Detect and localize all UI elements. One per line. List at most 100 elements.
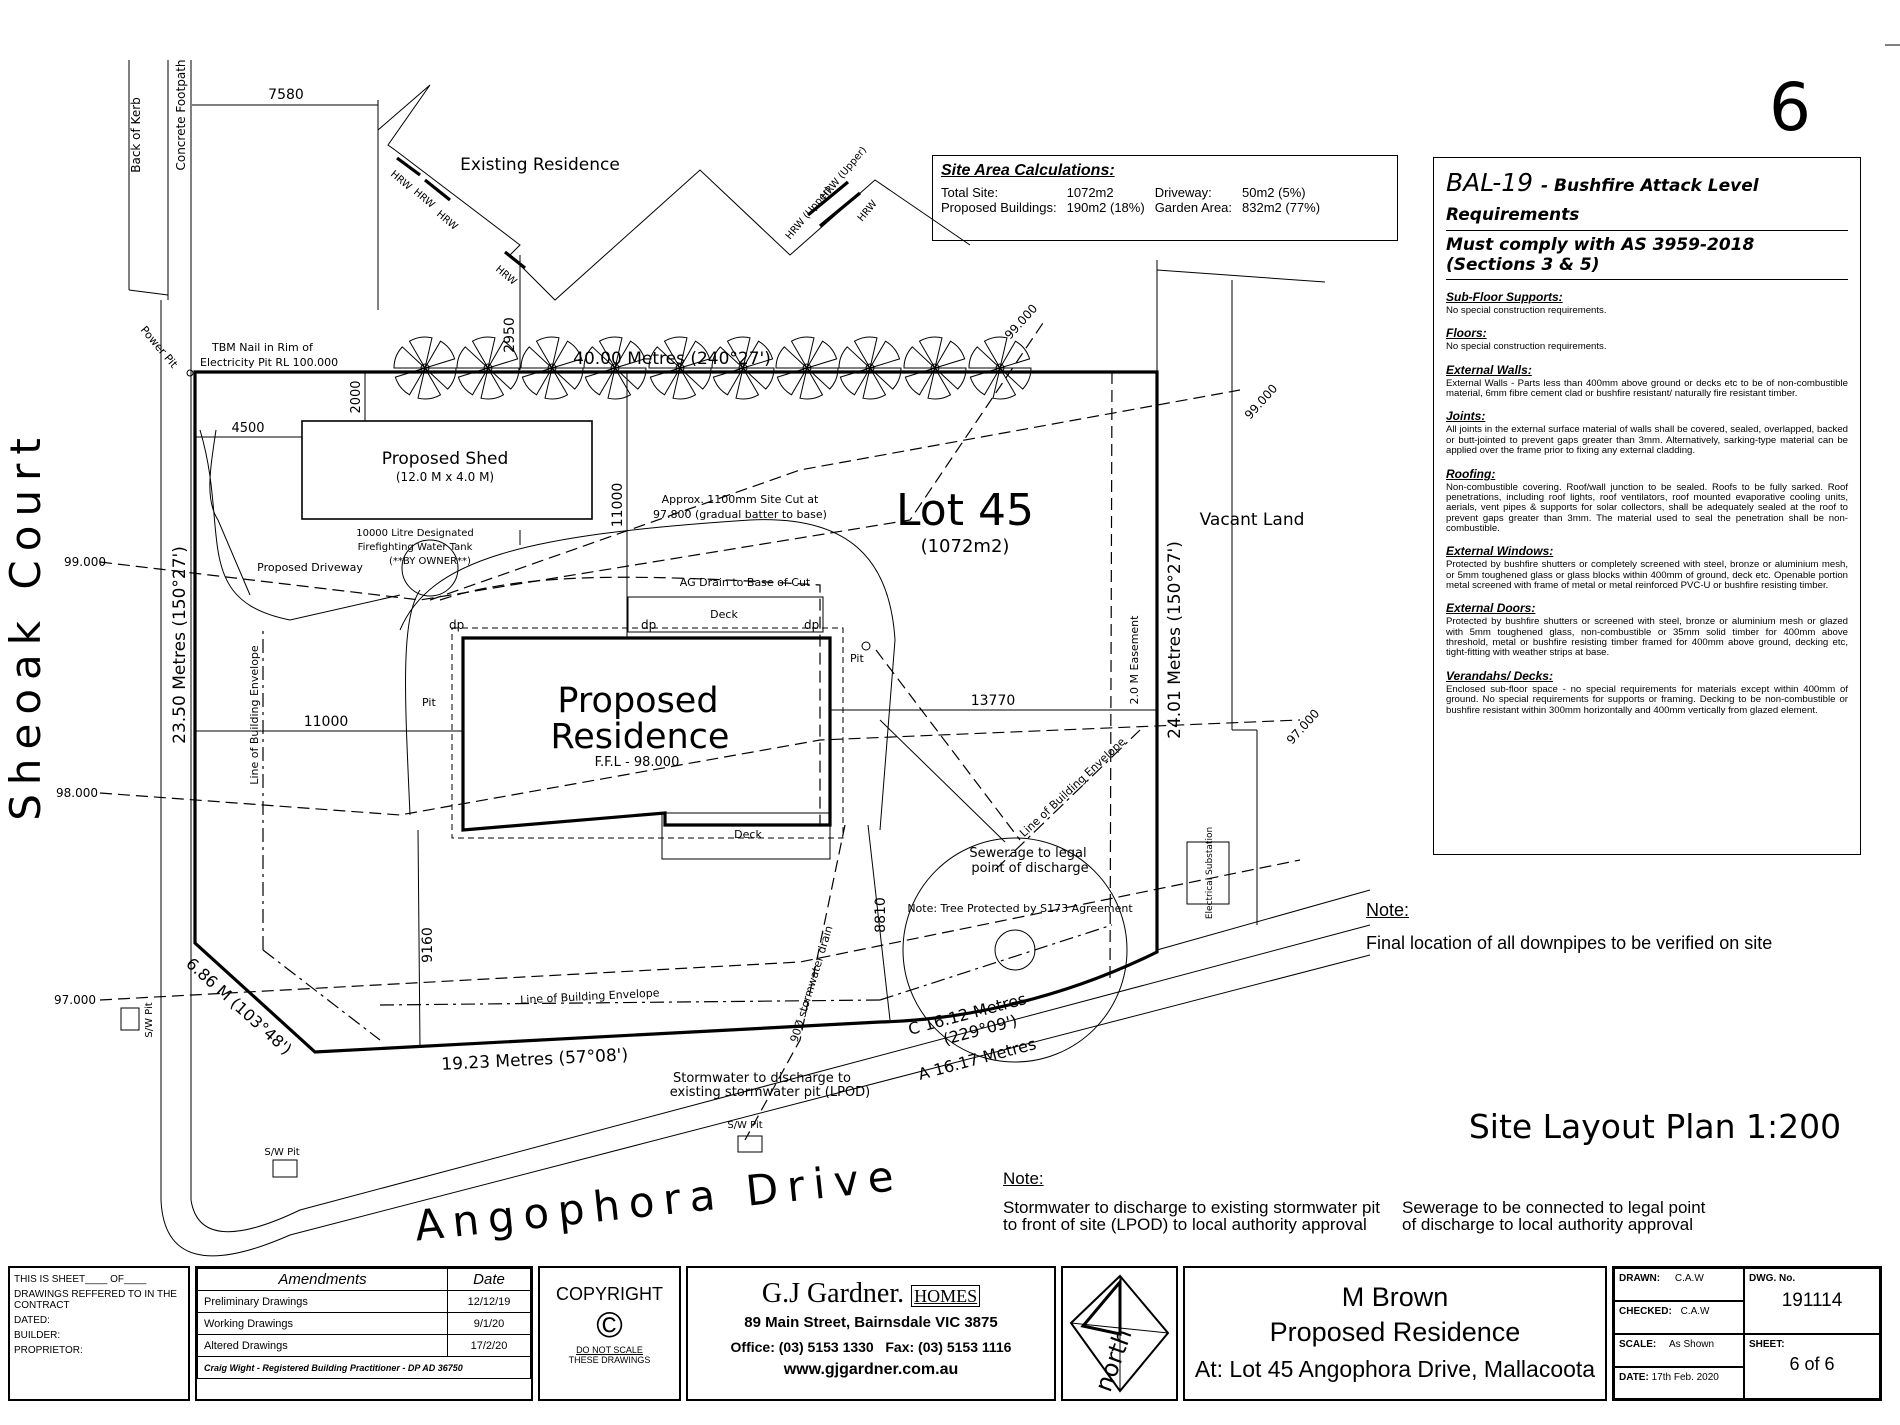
site-cut-batter <box>399 519 896 831</box>
dwg-value: 191114 <box>1781 1290 1843 1311</box>
site-area-cell: 1072m2 <box>1066 185 1114 200</box>
project-location: At: Lot 45 Angophora Drive, Mallacoota <box>1194 1356 1596 1382</box>
bal-title: BAL-19 <box>1446 168 1534 197</box>
envelope-label-left: Line of Building Envelope <box>248 645 261 785</box>
substation-label: Electrical Substation <box>1205 827 1215 919</box>
site-cut-label-2: 97.800 (gradual batter to base) <box>653 508 827 521</box>
concrete-footpath-label: Concrete Footpath <box>174 59 188 170</box>
stormwater-note-1: Stormwater to discharge to existing stor… <box>1003 1198 1380 1217</box>
dim-2950: 2950 <box>502 317 518 353</box>
tree-icon <box>393 336 457 400</box>
tree-icon <box>648 336 712 400</box>
shed-size-label: (12.0 M x 4.0 M) <box>396 470 494 484</box>
plan-title: Site Layout Plan 1:200 <box>1469 1107 1841 1146</box>
sewerage-label-1: Sewerage to legal <box>969 846 1086 861</box>
bal-section-heading: Sub-Floor Supports: <box>1446 290 1563 304</box>
ffl-label: F.F.L - 98.000 <box>595 755 680 770</box>
stormwater-sewerage-note: Note: Stormwater to discharge to existin… <box>1003 1170 1705 1233</box>
site-area-cell: 190m2 (18%) <box>1066 199 1145 215</box>
water-tank <box>401 539 459 597</box>
company-phones: Office: (03) 5153 1330 Fax: (03) 5153 11… <box>730 1339 1012 1355</box>
bal-title-row: BAL-19 - Bushfire Attack Level Requireme… <box>1446 168 1848 226</box>
do-not-scale-2: THESE DRAWINGS <box>568 1354 651 1365</box>
electrical-substation <box>1186 841 1230 905</box>
lot-label: Lot 45 <box>896 485 1034 536</box>
hrw-label: HRW <box>388 169 414 193</box>
deck-north <box>627 596 824 633</box>
contour-label-98: 98.000 <box>56 786 98 800</box>
tbm-label-2: Electricity Pit RL 100.000 <box>200 356 338 369</box>
tree-protected-note: Note: Tree Protected by S173 Agreement <box>907 902 1133 915</box>
envelope-label-right: Line of Building Envelope <box>1017 735 1128 840</box>
sheet-number: 6 <box>1769 69 1811 146</box>
residence-label-2: Residence <box>551 717 730 757</box>
tank-label-1: 10000 Litre Designated <box>356 528 474 539</box>
ag-drain-label: AG Drain to Base of Cut <box>680 576 811 589</box>
bal-section-heading: Roofing: <box>1446 466 1496 481</box>
scale-label: SCALE: <box>1619 1339 1657 1350</box>
sewerage-note-1: Sewerage to be connected to legal point <box>1401 1198 1706 1217</box>
shed-label: Proposed Shed <box>382 449 509 469</box>
sw-pit-south <box>737 1135 763 1153</box>
north-boundary-label: 40.00 Metres (240°27') <box>573 349 771 369</box>
hrw-label: HRW <box>411 187 437 211</box>
sw-discharge-note-1: Stormwater to discharge to <box>673 1071 851 1086</box>
project-box: M Brown Proposed Residence At: Lot 45 An… <box>1183 1266 1607 1401</box>
tree-icon <box>583 336 647 400</box>
company-homes: HOMES <box>911 1285 981 1307</box>
contour-label-97: 97.000 <box>54 993 96 1007</box>
bal-section-text: Enclosed sub-floor space - no special re… <box>1446 683 1848 716</box>
date-cell: DATE: 17th Feb. 2020 <box>1614 1367 1744 1399</box>
tank-label-3: (**BY OWNER**) <box>389 556 471 567</box>
bal-section-heading: Joints: <box>1446 409 1486 424</box>
proposed-shed <box>301 420 593 520</box>
dim-4500: 4500 <box>231 421 264 436</box>
drawn-value: C.A.W <box>1674 1273 1704 1284</box>
hrw-label: HRW <box>856 198 880 224</box>
contract-sheet-box: THIS IS SHEET____ OF____ DRAWINGS REFFER… <box>8 1266 190 1401</box>
dim-9160: 9160 <box>420 927 436 963</box>
sheet-ref-1: THIS IS SHEET____ OF____ <box>14 1274 147 1285</box>
sheet-ref-3: CONTRACT <box>14 1300 70 1311</box>
amendment-item: Altered Drawings <box>197 1334 448 1357</box>
company-address: 89 Main Street, Bairnsdale VIC 3875 <box>744 1314 998 1331</box>
amendment-date: 9/1/20 <box>447 1312 531 1335</box>
back-of-kerb-label: Back of Kerb <box>129 97 143 173</box>
project-name: Proposed Residence <box>1269 1317 1521 1347</box>
deck-south-label: Deck <box>734 828 762 841</box>
site-area-cell: Total Site: <box>941 185 999 200</box>
downpipe-note: Note: Final location of all downpipes to… <box>1366 900 1772 954</box>
west-boundary-label: 23.50 Metres (150°27') <box>170 546 190 744</box>
sw-pit-label: S/W Pit <box>727 1120 762 1131</box>
tree-icon <box>775 336 839 400</box>
sw-pit-label: S/W Pit <box>144 1002 155 1037</box>
copyright-box: COPYRIGHT © DO NOT SCALE THESE DRAWINGS <box>538 1266 681 1401</box>
envelope-label-bottom: Line of Building Envelope <box>520 986 660 1006</box>
site-area-table: Total Site: 1072m2 Driveway: 50m2 (5%) P… <box>941 185 1330 216</box>
corner-boundary-label: 6.86 M (103°48') <box>182 954 295 1059</box>
builder-label: BUILDER: <box>14 1330 61 1341</box>
tree-icon <box>903 336 967 400</box>
street-sheoak-court: Sheoak Court <box>1 429 50 821</box>
site-area-calculations: Site Area Calculations: Total Site: 1072… <box>932 155 1398 241</box>
amendment-date: 12/12/19 <box>447 1290 531 1313</box>
hrw-upper-label: HRW (Upper) <box>819 145 869 202</box>
sheet-ref-2: DRAWINGS REFFERED TO IN THE <box>14 1289 177 1300</box>
date-value: 17th Feb. 2020 <box>1651 1372 1719 1383</box>
lot-area-label: (1072m2) <box>921 536 1010 557</box>
east-boundary-label: 24.01 Metres (150°27') <box>1165 541 1185 739</box>
sheet-cell: SHEET: 6 of 6 <box>1744 1334 1880 1399</box>
boundary-trees <box>393 336 1032 400</box>
deck-south <box>661 812 831 860</box>
site-cut-label-1: Approx. 1100mm Site Cut at <box>662 493 819 506</box>
bal-section-text: Protected by bushfire shutters or comple… <box>1446 559 1848 592</box>
dwg-cell: DWG. No. 191114 <box>1744 1268 1880 1334</box>
bal-title-suffix: - Bushfire Attack Level Requirements <box>1446 176 1759 225</box>
bal-compliance: Must comply with AS 3959-2018 (Sections … <box>1446 230 1848 280</box>
bal-section-heading: External Doors: <box>1446 601 1536 616</box>
bal-requirements-panel: BAL-19 - Bushfire Attack Level Requireme… <box>1433 157 1861 855</box>
sheet-label: SHEET: <box>1749 1339 1785 1350</box>
do-not-scale-1: DO NOT SCALE <box>576 1344 643 1355</box>
tree-icon <box>838 336 902 400</box>
site-area-cell: Driveway: <box>1154 185 1212 200</box>
